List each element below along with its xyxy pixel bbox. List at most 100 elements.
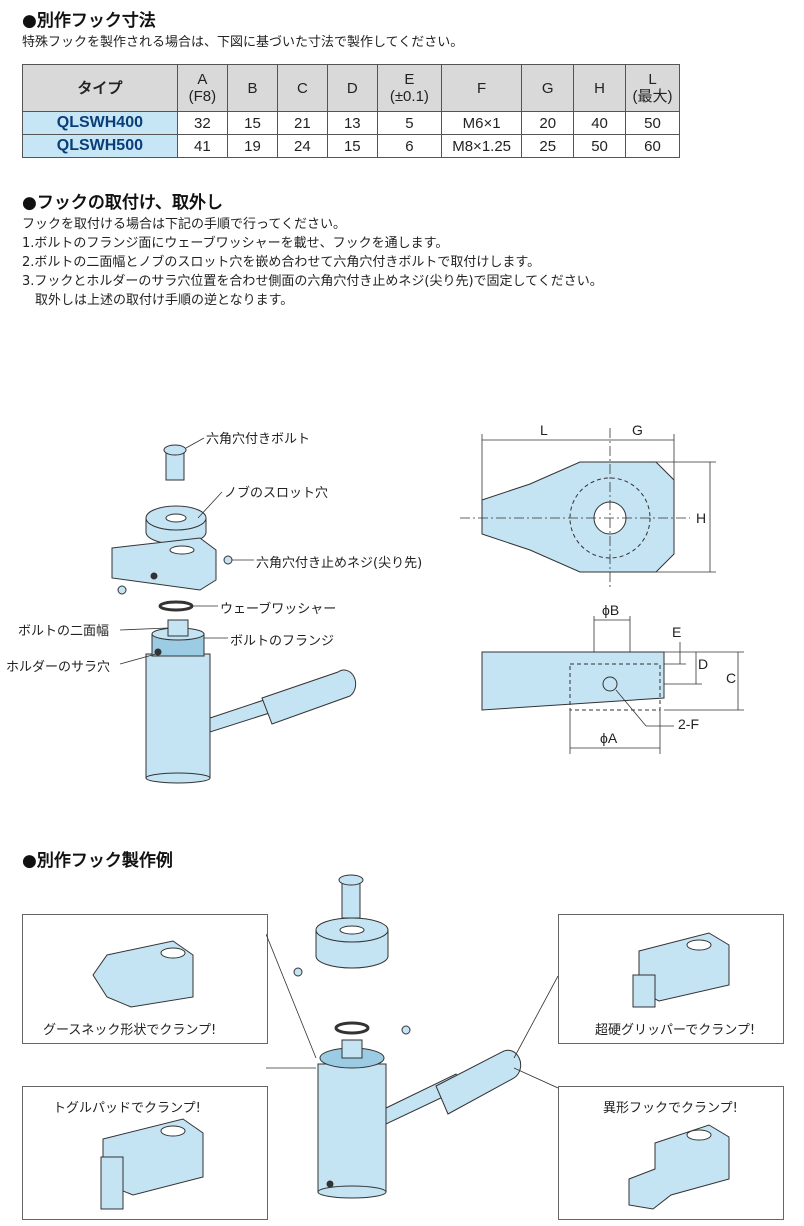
example-set-screw xyxy=(293,967,303,977)
header-main: L xyxy=(648,71,657,88)
header-main: A xyxy=(197,71,208,88)
dim-H: H xyxy=(696,510,707,526)
hex-bolt-head xyxy=(163,444,187,456)
example-panel-gooseneck: グースネック形状でクランプ! xyxy=(22,914,268,1044)
value-cell: 20 xyxy=(521,111,575,135)
caption-toggle: トグルパッドでクランプ! xyxy=(53,1101,201,1116)
label-hex-bolt: 六角穴付きボルト xyxy=(206,432,311,447)
value-cell: 32 xyxy=(176,111,229,135)
example-holder-hole xyxy=(326,1180,334,1188)
example-knob-slot xyxy=(339,925,365,935)
knob-slot xyxy=(165,513,187,523)
header-sub: (最大) xyxy=(632,88,673,105)
label-set-screw: 六角穴付き止めネジ(尖り先) xyxy=(256,556,423,571)
label-bolt-flange: ボルトのフランジ xyxy=(230,634,335,649)
instruction-line: 1.ボルトのフランジ面にウェーブワッシャーを載せ、フックを通します。 xyxy=(22,236,449,251)
dim-2F: 2-F xyxy=(678,716,699,732)
caption-gooseneck: グースネック形状でクランプ! xyxy=(43,1023,217,1038)
set-screw xyxy=(223,555,233,565)
section-title-custom-hook-examples: ●別作フック製作例 xyxy=(22,851,173,871)
header-main: E xyxy=(404,71,415,88)
value-cell: 15 xyxy=(227,111,278,135)
value-cell: 19 xyxy=(227,134,278,158)
value-cell: 50 xyxy=(573,134,626,158)
label-wave-washer: ウェーブワッシャー xyxy=(220,602,337,617)
example-panel-carbide: 超硬グリッパーでクランプ! xyxy=(558,914,784,1044)
carbide-hook-bore xyxy=(686,939,712,951)
table-header-l: L(最大) xyxy=(625,64,680,112)
instruction-line: 3.フックとホルダーのサラ穴位置を合わせ側面の六角穴付き止めネジ(尖り先)で固定… xyxy=(22,274,603,289)
dim-phiB: ϕB xyxy=(602,602,620,618)
example-bolt-head xyxy=(338,874,364,886)
instruction-line: 2.ボルトの二面幅とノブのスロット穴を嵌め合わせて六角穴付きボルトで取付けします… xyxy=(22,255,541,270)
example-holder-bottom xyxy=(317,1185,387,1199)
set-screw-small xyxy=(117,585,127,595)
caption-irregular: 異形フックでクランプ! xyxy=(603,1101,738,1116)
type-cell: QLSWH500 xyxy=(22,134,178,158)
table-header-c: C xyxy=(276,64,328,112)
table-header-f: F xyxy=(440,64,523,112)
value-cell: 5 xyxy=(376,111,442,135)
header-main: D xyxy=(346,79,358,97)
header-main: G xyxy=(541,79,554,97)
example-set-screw-2 xyxy=(401,1025,411,1035)
value-cell: 6 xyxy=(376,134,442,158)
instruction-line: フックを取付ける場合は下記の手順で行ってください。 xyxy=(22,217,346,232)
dim-phiA: ϕA xyxy=(600,730,618,746)
hook-side-hole xyxy=(150,572,158,580)
example-center-assembly xyxy=(266,874,558,1199)
label-bolt-flats: ボルトの二面幅 xyxy=(18,624,110,639)
section-title-hook-mounting: ●フックの取付け、取外し xyxy=(22,193,223,213)
holder-cylinder xyxy=(145,653,211,779)
hook-top-view xyxy=(481,461,675,573)
label-knob-slot: ノブのスロット穴 xyxy=(224,486,329,501)
table-header-h: H xyxy=(573,64,626,112)
hook-side-thread-hole xyxy=(602,676,618,692)
toggle-pad xyxy=(100,1156,124,1210)
toggle-hook-bore xyxy=(160,1125,186,1137)
table-header-b: B xyxy=(227,64,278,112)
example-bolt-flats xyxy=(341,1039,363,1059)
carbide-gripper-illustration xyxy=(632,932,730,1008)
header-main: タイプ xyxy=(77,79,123,97)
irregular-hook-illustration xyxy=(628,1124,730,1210)
label-holder-csk: ホルダーのサラ穴 xyxy=(6,660,111,675)
type-cell: QLSWH400 xyxy=(22,111,178,135)
value-cell: 25 xyxy=(521,134,575,158)
irregular-hook-shape xyxy=(628,1124,730,1210)
value-cell: 41 xyxy=(176,134,229,158)
wave-washer xyxy=(158,600,194,612)
gooseneck-hook-bore xyxy=(160,947,186,959)
bolt-flats xyxy=(167,619,189,637)
table-header-type: タイプ xyxy=(22,64,178,112)
value-cell: 60 xyxy=(625,134,680,158)
hook-technical-drawing xyxy=(460,428,744,754)
value-cell: 15 xyxy=(326,134,378,158)
value-cell: 13 xyxy=(326,111,378,135)
mounting-instructions: フックを取付ける場合は下記の手順で行ってください。 1.ボルトのフランジ面にウェ… xyxy=(22,215,603,310)
gooseneck-hook-illustration xyxy=(92,940,194,1008)
dim-D: D xyxy=(698,656,709,672)
table-header-g: G xyxy=(521,64,575,112)
section-title-custom-hook-dimensions: ●別作フック寸法 xyxy=(22,11,156,31)
example-panel-toggle: トグルパッドでクランプ! xyxy=(22,1086,268,1220)
value-cell: M6×1 xyxy=(440,111,523,135)
header-main: C xyxy=(296,79,308,97)
header-sub: (±0.1) xyxy=(389,88,429,105)
hook-block xyxy=(111,537,217,591)
toggle-pad-illustration xyxy=(100,1118,204,1210)
dim-E: E xyxy=(672,624,682,640)
table-header-d: D xyxy=(326,64,378,112)
instruction-line: 取外しは上述の取付け手順の逆となります。 xyxy=(22,293,294,308)
hook-top-counterbore xyxy=(569,477,651,559)
value-cell: 24 xyxy=(276,134,328,158)
table-header-e: E(±0.1) xyxy=(376,64,442,112)
dim-C: C xyxy=(726,670,737,686)
carbide-gripper-pad xyxy=(632,974,656,1008)
assembly-exploded-diagram xyxy=(111,437,357,784)
value-cell: M8×1.25 xyxy=(440,134,523,158)
example-handle-grip xyxy=(435,1049,522,1115)
